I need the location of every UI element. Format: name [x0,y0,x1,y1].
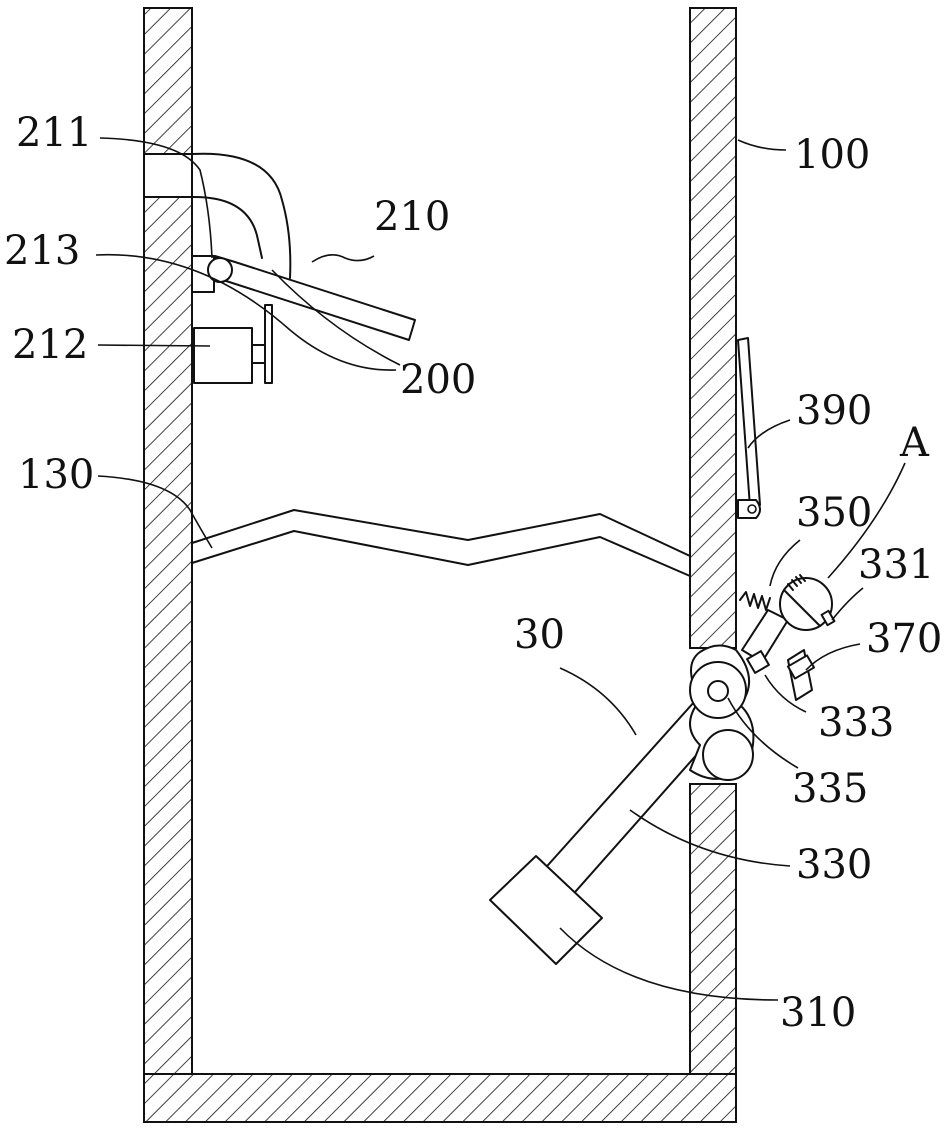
inlet-chute [191,152,292,279]
detail-circle [779,577,833,631]
label-213: 213 [4,228,80,274]
label-350: 350 [796,490,872,536]
label-200: 200 [400,357,476,403]
label-211: 211 [16,110,92,156]
reference-labels: 211 213 212 210 200 100 130 390 A 350 33… [4,110,942,1036]
label-130: 130 [18,452,94,498]
pivot-circle [707,680,729,702]
label-212: 212 [12,322,88,368]
actuator-box [193,327,253,384]
label-333: 333 [818,700,894,746]
label-A: A [899,420,930,466]
label-335: 335 [792,766,868,812]
stop-plate [264,304,273,384]
label-310: 310 [780,990,856,1036]
leader-lines [95,137,906,1001]
label-210: 210 [374,194,450,240]
label-330: 330 [796,842,872,888]
label-100: 100 [794,132,870,178]
label-370: 370 [866,616,942,662]
label-390: 390 [796,388,872,434]
actuator-assembly [193,304,273,384]
label-30: 30 [514,612,565,658]
housing-walls [143,7,737,1123]
partition [191,509,691,577]
label-331: 331 [858,542,934,588]
rod [737,337,761,519]
